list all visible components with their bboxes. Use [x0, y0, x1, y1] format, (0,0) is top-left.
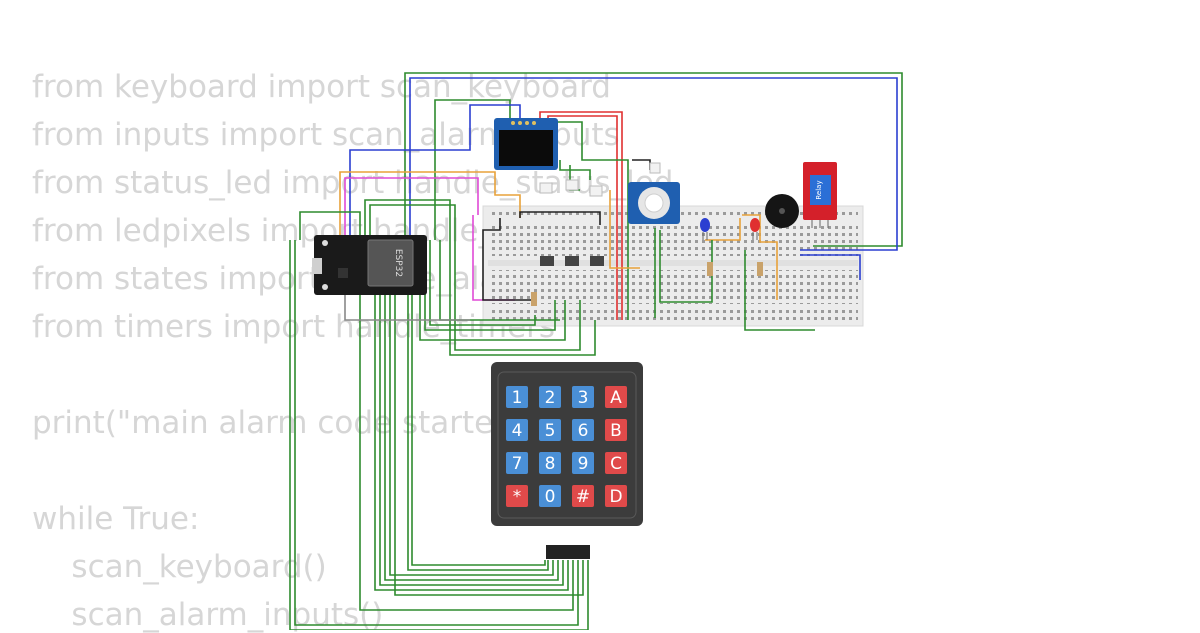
keypad-key-label: 7: [512, 454, 523, 474]
keypad-key-label: 0: [545, 487, 556, 507]
wire: [349, 104, 521, 240]
wires: [289, 72, 903, 630]
wire: [632, 159, 651, 170]
keypad-key-7[interactable]: 7: [506, 452, 528, 474]
keypad-connector: [546, 545, 590, 559]
wire: [404, 72, 903, 247]
wire: [289, 240, 589, 630]
wire: [482, 218, 535, 301]
wire: [609, 190, 640, 269]
keypad-key-4[interactable]: 4: [506, 419, 528, 441]
oled-display: [494, 118, 558, 170]
wire: [379, 295, 564, 586]
keypad-key-5[interactable]: 5: [539, 419, 561, 441]
code-line: from inputs import scan_alarm_inputs: [32, 117, 620, 153]
wire: [742, 214, 778, 300]
keypad-key-label: 9: [578, 454, 589, 474]
wire: [299, 211, 574, 611]
wire: [339, 171, 521, 240]
wire: [369, 204, 581, 351]
wire: [394, 295, 584, 596]
red-led: [750, 218, 760, 240]
wire: [407, 295, 549, 571]
keypad-key-D[interactable]: D: [605, 485, 627, 507]
buzzer: [765, 194, 799, 228]
keypad-key-label: A: [610, 388, 622, 408]
wire: [539, 111, 623, 320]
usb-port: [312, 258, 322, 274]
wire: [389, 295, 554, 576]
keypad-key-0[interactable]: 0: [539, 485, 561, 507]
push-buttons: [540, 256, 604, 266]
keypad-key-label: 8: [545, 454, 556, 474]
keypad-key-label: 4: [512, 421, 523, 441]
wire: [409, 77, 898, 251]
code-line: scan_keyboard(): [32, 549, 327, 585]
keypad-key-label: *: [513, 487, 522, 507]
keypad-key-label: 3: [578, 388, 589, 408]
wire: [744, 250, 815, 331]
esp32-module: [367, 239, 414, 287]
esp32-board[interactable]: ESP32: [312, 235, 427, 295]
keypad-key-1[interactable]: 1: [506, 386, 528, 408]
keypad-key-6[interactable]: 6: [572, 419, 594, 441]
relay-module: Relay: [803, 162, 837, 228]
code-line: from keyboard import scan_keyboard: [32, 69, 611, 105]
wire: [547, 115, 618, 320]
wire: [519, 211, 601, 225]
keypad-key-A[interactable]: A: [605, 386, 627, 408]
wire: [384, 295, 559, 581]
keypad-key-label: 1: [512, 388, 523, 408]
wire: [559, 160, 591, 180]
keypad-key-label: C: [610, 454, 622, 474]
keypad-key-label: B: [610, 421, 622, 441]
keypad-key-label: 2: [545, 388, 556, 408]
keypad-key-label: 6: [578, 421, 589, 441]
wire: [411, 295, 546, 566]
keypad-key-#[interactable]: #: [572, 485, 594, 507]
keypad-key-C[interactable]: C: [605, 452, 627, 474]
keypad-key-*[interactable]: *: [506, 485, 528, 507]
wire: [374, 240, 569, 591]
resistors: [531, 262, 763, 306]
code-line: while True:: [32, 501, 200, 537]
relay-label: Relay: [815, 180, 823, 199]
wire: [434, 99, 511, 240]
keypad-key-3[interactable]: 3: [572, 386, 594, 408]
keypad-key-label: D: [609, 487, 622, 507]
keypad-key-label: 5: [545, 421, 556, 441]
wire: [800, 254, 861, 280]
blue-led: [700, 218, 710, 240]
led-pixels: [539, 162, 661, 197]
keypad-key-2[interactable]: 2: [539, 386, 561, 408]
pir-sensor: [628, 182, 680, 224]
wire: [294, 240, 579, 626]
keypad-key-B[interactable]: B: [605, 419, 627, 441]
esp32-label: ESP32: [393, 249, 403, 277]
keypad-key-label: #: [576, 487, 590, 507]
wire: [705, 218, 741, 241]
wire: [344, 177, 479, 240]
wire: [364, 199, 596, 356]
keypad[interactable]: 1 2 3 A 4 5 6 B 7 8 9 C * 0 # D: [491, 362, 643, 559]
keypad-key-9[interactable]: 9: [572, 452, 594, 474]
keypad-key-8[interactable]: 8: [539, 452, 561, 474]
